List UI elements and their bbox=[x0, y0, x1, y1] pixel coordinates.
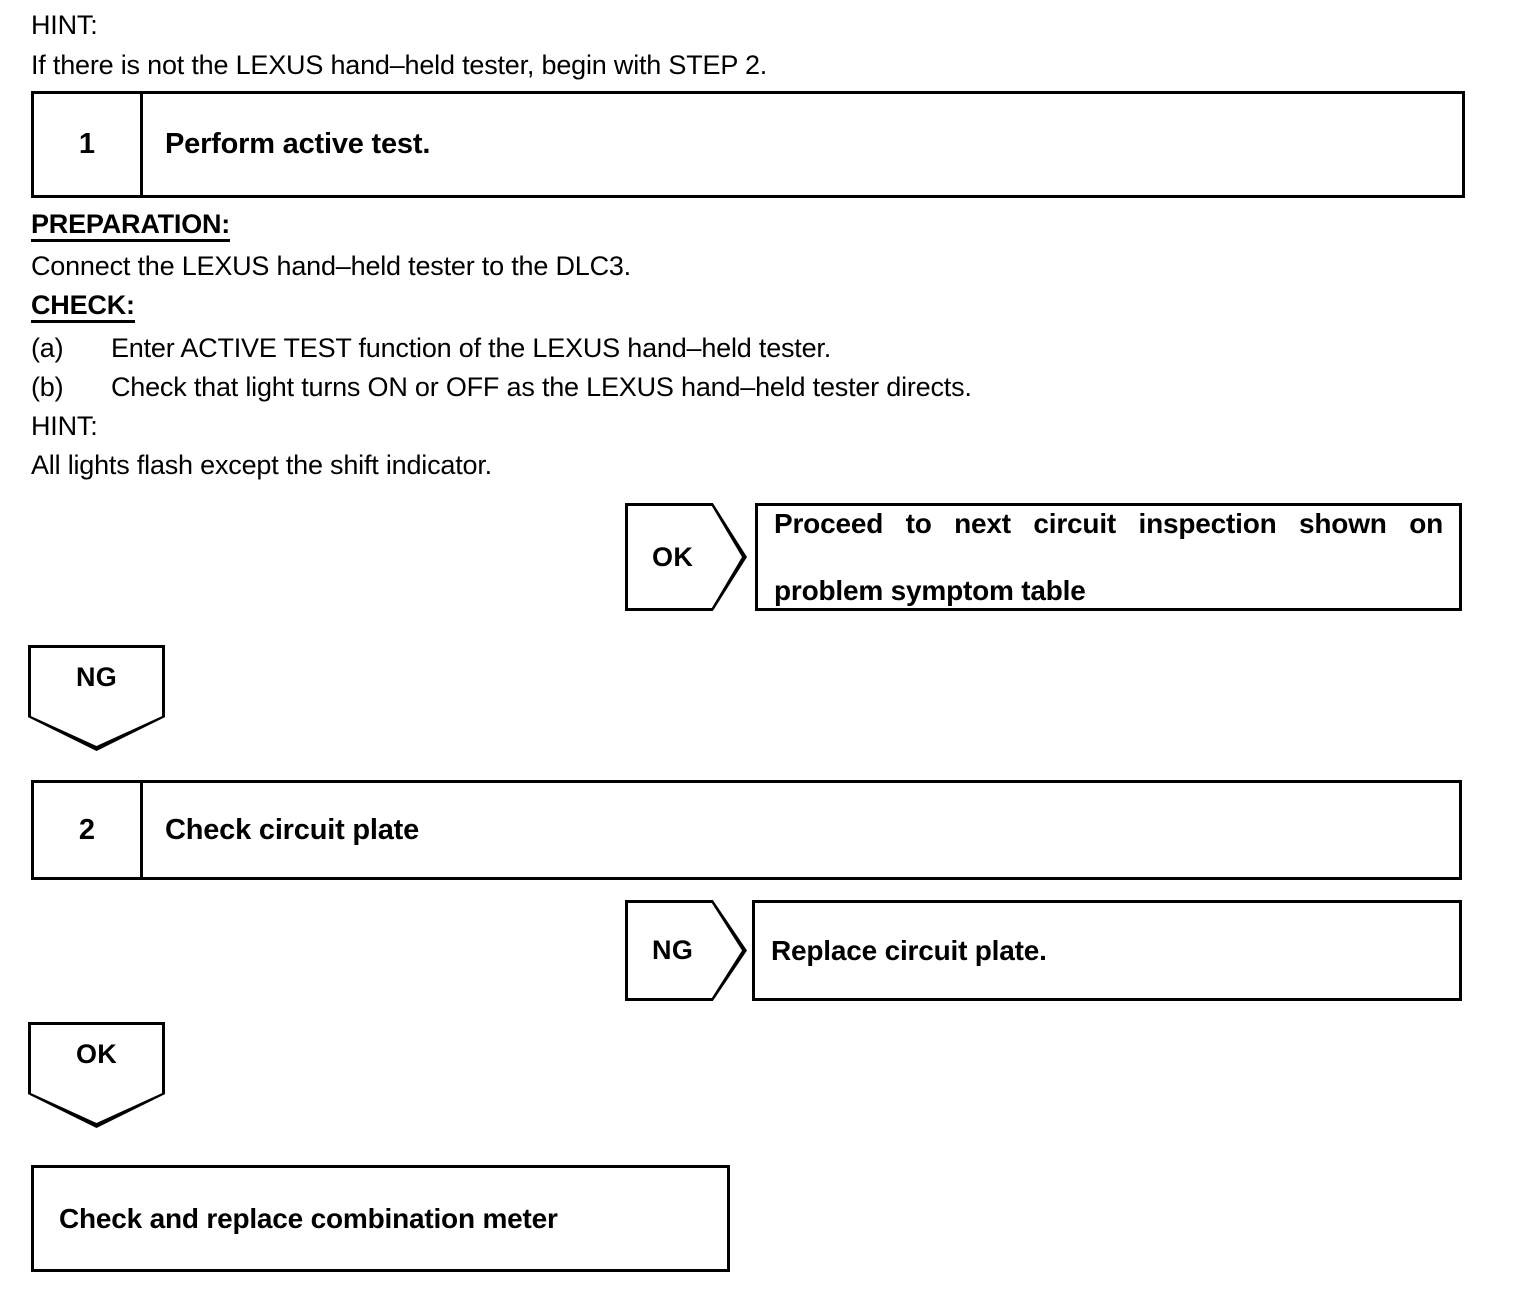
connector-ng-down-1-fill bbox=[28, 645, 165, 751]
result-box-proceed-next-inspection: Proceed to next circuit inspection shown… bbox=[755, 503, 1462, 611]
intro-hint-label: HINT: bbox=[31, 10, 98, 40]
terminal-box-check-replace-combination-meter: Check and replace combination meter bbox=[31, 1165, 730, 1272]
result-box-replace-circuit-plate: Replace circuit plate. bbox=[752, 900, 1462, 1001]
step-1-title: Perform active test. bbox=[165, 128, 431, 160]
check-item-a-marker: (a) bbox=[31, 333, 64, 363]
connector-ng-down-1: NG bbox=[28, 645, 165, 751]
step-2-title: Check circuit plate bbox=[165, 813, 420, 846]
step-1-box: 1 Perform active test. bbox=[31, 91, 1465, 198]
check-item-b-marker: (b) bbox=[31, 372, 64, 402]
check-item-a-text: Enter ACTIVE TEST function of the LEXUS … bbox=[111, 333, 832, 363]
judgement-ok-arrow-1-label: OK bbox=[652, 541, 694, 572]
details-hint-text: All lights flash except the shift indica… bbox=[31, 450, 492, 480]
step-2-number: 2 bbox=[34, 783, 143, 877]
preparation-label: PREPARATION: bbox=[31, 211, 230, 242]
judgement-ng-arrow-2-label: NG bbox=[652, 935, 694, 965]
result-box-proceed-text: Proceed to next circuit inspection shown… bbox=[758, 507, 1459, 606]
connector-ng-down-1-label: NG bbox=[75, 661, 118, 692]
intro-hint-text: If there is not the LEXUS hand–held test… bbox=[31, 50, 768, 80]
result-box-proceed-line1: Proceed to next circuit inspection shown… bbox=[774, 508, 1443, 540]
result-box-proceed-line2: problem symptom table bbox=[774, 574, 1086, 606]
judgement-ng-arrow-2: NG bbox=[625, 900, 747, 1001]
terminal-box-text: Check and replace combination meter bbox=[59, 1202, 558, 1234]
connector-ok-down-2: OK bbox=[28, 1022, 165, 1128]
connector-ok-down-2-fill bbox=[28, 1022, 165, 1128]
result-box-replace-text: Replace circuit plate. bbox=[771, 934, 1047, 966]
step-1-number: 1 bbox=[34, 94, 143, 195]
judgement-ok-arrow-1: OK bbox=[625, 503, 747, 611]
check-item-b-text: Check that light turns ON or OFF as the … bbox=[111, 372, 972, 402]
step-2-box: 2 Check circuit plate bbox=[31, 780, 1462, 880]
preparation-text: Connect the LEXUS hand–held tester to th… bbox=[31, 251, 631, 281]
check-label: CHECK: bbox=[31, 292, 135, 323]
details-hint-label: HINT: bbox=[31, 411, 98, 441]
connector-ok-down-2-label: OK bbox=[75, 1038, 118, 1069]
